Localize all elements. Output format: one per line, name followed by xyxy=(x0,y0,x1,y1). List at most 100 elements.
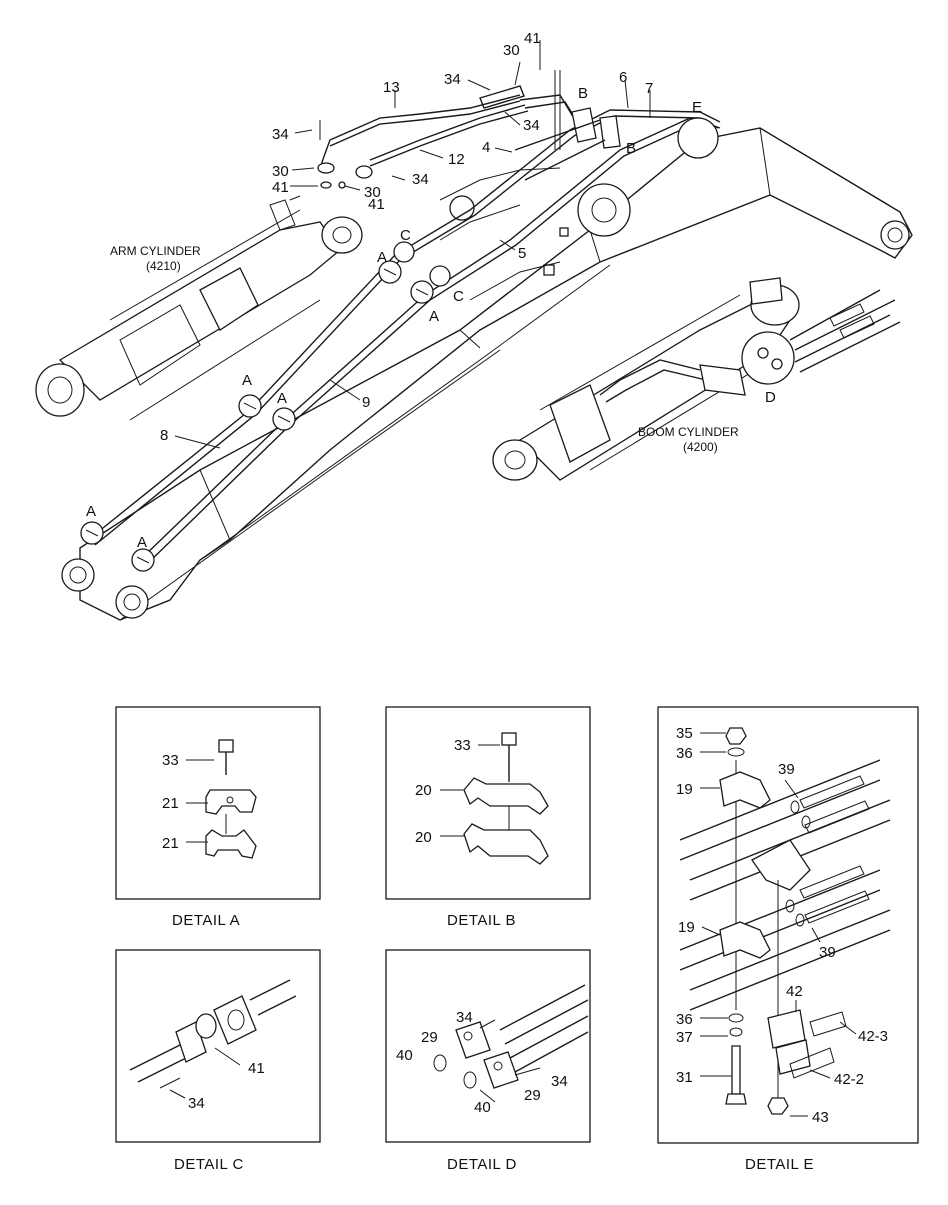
detail-a-part-33: 33 xyxy=(162,752,179,769)
detail-a-part-21: 21 xyxy=(162,795,179,812)
callout-30: 30 xyxy=(503,42,520,59)
arm-cylinder xyxy=(35,195,363,421)
boom-center-pin xyxy=(449,195,475,221)
detail-c-frame xyxy=(115,949,321,1143)
detail-letter-c: C xyxy=(400,227,411,244)
detail-d-part-34: 34 xyxy=(456,1009,473,1026)
detail-e-part-42: 42 xyxy=(786,983,803,1000)
callout-labels: 13 34 30 41 34 34 30 41 12 30 34 41 6 7 … xyxy=(160,30,653,444)
detail-e-part-19: 19 xyxy=(678,919,695,936)
detail-b-part-20: 20 xyxy=(415,782,432,799)
callout-4: 4 xyxy=(482,139,490,156)
boom-cylinder-rod-eye xyxy=(492,439,538,481)
boom-foot-pin-right xyxy=(115,585,149,619)
callout-41: 41 xyxy=(524,30,541,47)
boom-head-pin xyxy=(880,220,910,250)
arm-cylinder-rod-eye xyxy=(321,216,363,254)
arm-cylinder-code: (4210) xyxy=(146,259,181,273)
callout-34: 34 xyxy=(444,71,461,88)
detail-d: 34 29 40 34 29 40 DETAIL D xyxy=(385,949,591,1173)
detail-d-frame xyxy=(385,949,591,1143)
detail-e-part-43: 43 xyxy=(812,1109,829,1126)
detail-c-part-34: 34 xyxy=(188,1095,205,1112)
hydraulic-lines xyxy=(87,85,721,566)
detail-letter-e: E xyxy=(692,99,703,116)
callout-5: 5 xyxy=(518,245,526,262)
callout-6: 6 xyxy=(619,69,627,86)
detail-b-title: DETAIL B xyxy=(447,912,516,929)
detail-d-part-40: 40 xyxy=(396,1047,413,1064)
main-assembly: 13 34 30 41 34 34 30 41 12 30 34 41 6 7 … xyxy=(35,30,913,621)
detail-e-circle xyxy=(677,117,719,159)
detail-a-part-21: 21 xyxy=(162,835,179,852)
callout-30: 30 xyxy=(272,163,289,180)
detail-e-part-19: 19 xyxy=(676,781,693,798)
detail-a: 33 21 21 DETAIL A xyxy=(115,706,321,929)
detail-d-part-40: 40 xyxy=(474,1099,491,1116)
callout-13: 13 xyxy=(383,79,400,96)
detail-letter-a: A xyxy=(277,390,288,407)
detail-a-frame xyxy=(115,706,321,900)
cylinder-captions: ARM CYLINDER (4210) BOOM CYLINDER (4200) xyxy=(110,244,739,454)
detail-e-part-36: 36 xyxy=(676,745,693,762)
detail-c-title: DETAIL C xyxy=(174,1156,244,1173)
callout-34: 34 xyxy=(272,126,289,143)
boom-foot-pin-left xyxy=(61,558,95,592)
arm-cylinder-label: ARM CYLINDER xyxy=(110,244,201,258)
boom-cylinder-code: (4200) xyxy=(683,440,718,454)
detail-d-circle xyxy=(741,331,795,385)
detail-letter-d: D xyxy=(765,389,776,406)
detail-b-part-33: 33 xyxy=(454,737,471,754)
detail-b-frame xyxy=(385,706,591,900)
detail-e-part-37: 37 xyxy=(676,1029,693,1046)
detail-d-part-29: 29 xyxy=(524,1087,541,1104)
clamp-markers xyxy=(80,117,719,572)
detail-letter-b: B xyxy=(578,85,589,102)
detail-e-frame xyxy=(657,706,919,1144)
detail-letter-a: A xyxy=(137,534,148,551)
detail-e-part-42-2: 42-2 xyxy=(834,1071,864,1088)
detail-e-part-36: 36 xyxy=(676,1011,693,1028)
boom-body xyxy=(61,127,913,621)
detail-e: 35 36 19 39 19 39 42 36 37 42-3 31 42-2 … xyxy=(657,706,919,1173)
detail-letters: A A A A A A B B C C D E xyxy=(86,85,776,551)
leader-lines xyxy=(174,40,651,449)
detail-d-title: DETAIL D xyxy=(447,1156,517,1173)
detail-e-part-35: 35 xyxy=(676,725,693,742)
callout-30: 30 xyxy=(364,184,381,201)
detail-e-title: DETAIL E xyxy=(745,1156,814,1173)
callout-7: 7 xyxy=(645,80,653,97)
detail-letter-a: A xyxy=(377,249,388,266)
detail-d-part-29: 29 xyxy=(421,1029,438,1046)
detail-letter-a: A xyxy=(86,503,97,520)
boom-cylinder xyxy=(492,277,901,481)
arm-cylinder-head-eye xyxy=(35,363,85,417)
callout-8: 8 xyxy=(160,427,168,444)
boom-boss xyxy=(577,183,631,237)
detail-letter-a: A xyxy=(242,372,253,389)
detail-c: 41 34 DETAIL C xyxy=(115,949,321,1173)
detail-e-part-31: 31 xyxy=(676,1069,693,1086)
detail-a-title: DETAIL A xyxy=(172,912,240,929)
callout-9: 9 xyxy=(362,394,370,411)
callout-41: 41 xyxy=(368,196,385,213)
detail-c-part-41: 41 xyxy=(248,1060,265,1077)
detail-e-part-39: 39 xyxy=(819,944,836,961)
clamp-c-1 xyxy=(393,241,415,263)
clamp-c-2 xyxy=(429,265,451,287)
detail-b: 33 20 20 DETAIL B xyxy=(385,706,591,929)
callout-34: 34 xyxy=(412,171,429,188)
detail-d-part-34: 34 xyxy=(551,1073,568,1090)
callout-12: 12 xyxy=(448,151,465,168)
callout-34: 34 xyxy=(523,117,540,134)
boom-cylinder-label: BOOM CYLINDER xyxy=(638,425,739,439)
detail-e-part-39: 39 xyxy=(778,761,795,778)
callout-41: 41 xyxy=(272,179,289,196)
detail-b-part-20: 20 xyxy=(415,829,432,846)
detail-letter-a: A xyxy=(429,308,440,325)
detail-letter-c: C xyxy=(453,288,464,305)
detail-e-part-42-3: 42-3 xyxy=(858,1028,888,1045)
detail-letter-b: B xyxy=(626,140,637,157)
